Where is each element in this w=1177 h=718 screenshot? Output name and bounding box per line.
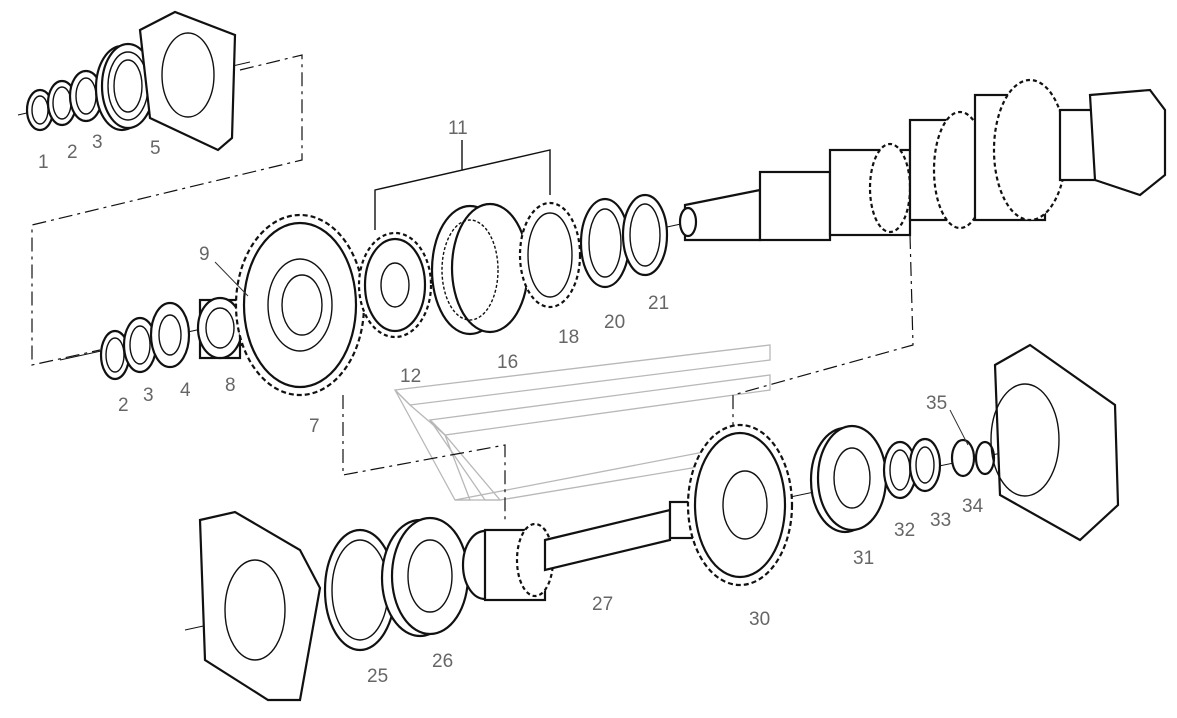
part-27-output-shaft — [461, 500, 722, 602]
bottom-left-housing — [198, 510, 322, 702]
main-shaft — [678, 78, 1167, 242]
callout-3-mid: 3 — [143, 385, 154, 406]
callout-2-top: 2 — [67, 142, 78, 163]
callout-11: 11 — [448, 118, 468, 139]
callout-16: 16 — [497, 352, 518, 373]
part-4-washer — [149, 301, 191, 369]
callout-35: 35 — [926, 393, 947, 414]
part-31-bearing — [809, 424, 888, 534]
callout-30: 30 — [749, 609, 770, 630]
callout-33: 33 — [930, 510, 951, 531]
callout-21: 21 — [648, 293, 669, 314]
bottom-right-housing — [990, 343, 1120, 542]
callout-4: 4 — [180, 380, 191, 401]
callout-25: 25 — [367, 666, 388, 687]
callout-18: 18 — [558, 327, 579, 348]
callout-8: 8 — [225, 375, 236, 396]
part-5-housing — [138, 10, 237, 152]
callout-3-top: 3 — [92, 132, 103, 153]
callout-labels: 1 2 3 5 11 9 2 3 4 8 7 12 16 18 20 21 35… — [38, 118, 984, 687]
callout-27: 27 — [592, 594, 613, 615]
callout-7: 7 — [309, 416, 320, 437]
part-18-sync-ring — [518, 201, 582, 309]
group-11-bracket — [374, 140, 551, 230]
part-3-ring-lower — [122, 316, 158, 374]
callout-34: 34 — [962, 496, 984, 517]
part-20-ring — [579, 197, 631, 289]
callout-32: 32 — [894, 520, 915, 541]
callout-5: 5 — [150, 138, 161, 159]
part-26-bearing — [380, 516, 470, 638]
part-2-ring-lower — [99, 329, 131, 381]
callout-26: 26 — [432, 651, 453, 672]
part-7-large-gear — [234, 213, 366, 397]
callout-31: 31 — [853, 548, 874, 569]
part-16-sync-sleeve — [430, 202, 530, 336]
leader-35 — [949, 409, 969, 446]
callout-1: 1 — [38, 152, 49, 173]
part-33-ring — [908, 437, 942, 493]
top-bearing — [94, 42, 156, 132]
callout-2-mid: 2 — [118, 395, 129, 416]
part-34-35-snap-rings — [950, 438, 996, 478]
callout-9: 9 — [199, 244, 210, 265]
callout-20: 20 — [604, 312, 625, 333]
part-21-ring — [621, 193, 669, 277]
leader-9 — [214, 261, 249, 297]
callout-12: 12 — [400, 366, 421, 387]
part-12-sync-gear — [357, 231, 433, 339]
part-30-gear — [686, 423, 794, 587]
